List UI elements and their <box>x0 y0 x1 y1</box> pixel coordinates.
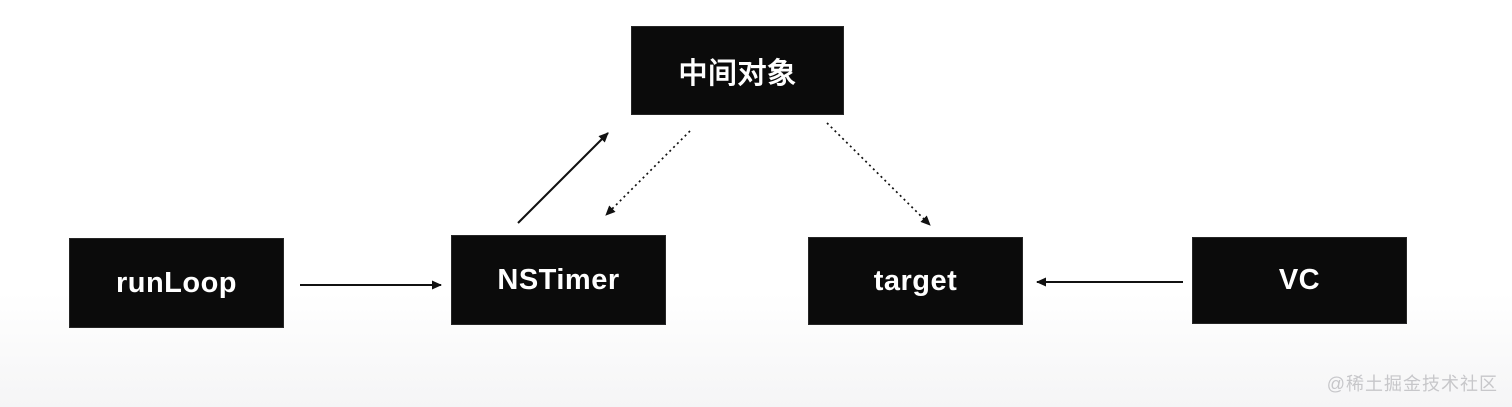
node-label: VC <box>1278 264 1321 296</box>
node-label: 中间对象 <box>678 57 797 90</box>
watermark: @稀土掘金技术社区 <box>1326 374 1498 394</box>
node-nstimer: NSTimer <box>452 236 665 324</box>
node-target: target <box>809 238 1022 324</box>
node-vc: VC <box>1193 238 1406 323</box>
node-label: target <box>873 264 958 297</box>
node-label: NSTimer <box>497 263 620 296</box>
node-intermediate-object: 中间对象 <box>632 27 843 114</box>
node-runloop: runLoop <box>70 239 283 327</box>
edge-intermediate-to-nstimer <box>605 130 691 216</box>
edge-intermediate-to-target <box>826 122 931 226</box>
edge-nstimer-to-intermediate <box>517 132 609 224</box>
node-label: runLoop <box>115 266 238 299</box>
